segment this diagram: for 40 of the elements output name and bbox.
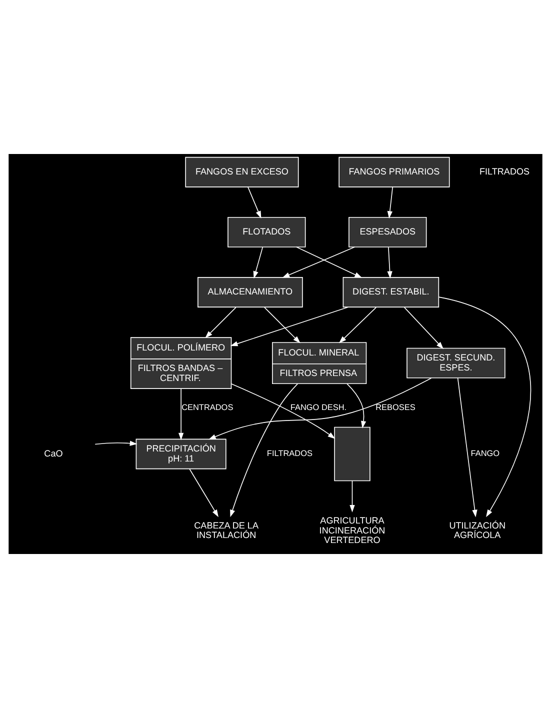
edge-label: FANGO — [470, 448, 500, 458]
arrow — [457, 377, 478, 517]
node-text: CABEZA DE LA INSTALACIÓN — [194, 520, 259, 540]
arrow — [350, 480, 355, 512]
arrow — [248, 186, 262, 218]
node-box: ESPESADOS — [348, 216, 427, 247]
arrow — [231, 382, 336, 438]
node-text: AGRICULTURA INCINERACIÓN VERTEDERO — [319, 514, 386, 545]
arrow — [296, 246, 362, 278]
arrow — [387, 246, 392, 278]
arrow — [438, 296, 531, 517]
arrow — [205, 306, 236, 338]
edge-label: CENTRADOS — [182, 402, 234, 412]
arrow — [253, 246, 264, 278]
arrow — [338, 306, 376, 343]
node-box: FANGOS EN EXCESO — [185, 156, 299, 187]
node-box: FLOTADOS — [228, 216, 306, 247]
edge-label: REBOSES — [376, 402, 416, 412]
node-box: DIGEST. ESTABIL. — [342, 276, 440, 307]
arrow — [94, 440, 138, 446]
arrow — [189, 468, 218, 517]
node-box: PRECIPITACIÓN pH: 11 — [136, 438, 226, 469]
node-text: CaO — [44, 448, 63, 458]
arrow — [178, 388, 184, 440]
arrow — [387, 186, 394, 218]
arrow — [346, 382, 366, 428]
node-box — [334, 426, 370, 481]
label: FILTRADOS — [479, 166, 530, 176]
edge-label: FILTRADOS — [266, 448, 312, 458]
arrow — [208, 377, 432, 440]
node-box: ALMACENAMIENTO — [198, 276, 303, 307]
node-text: UTILIZACIÓN AGRÍCOLA — [449, 520, 506, 540]
node-box: DIGEST. SECUND. ESPES. — [406, 347, 506, 378]
arrow — [230, 306, 349, 346]
arrow — [404, 306, 444, 349]
arrow — [282, 246, 356, 278]
arrow — [264, 306, 300, 343]
arrow — [230, 382, 298, 517]
node-box: FANGOS PRIMARIOS — [338, 156, 450, 187]
edge-label: FANGO DESH. — [290, 402, 347, 412]
